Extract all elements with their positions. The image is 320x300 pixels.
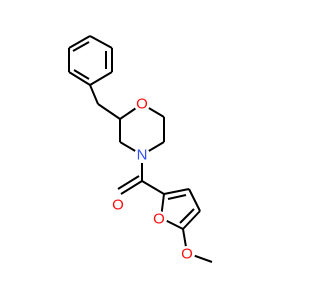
bond-benzene-inner-2 xyxy=(73,69,90,80)
morpholine-nitrogen-atom: N xyxy=(134,147,150,164)
carbonyl-oxygen-atom: O xyxy=(110,197,126,214)
bond-ch2-morpholine xyxy=(97,103,121,120)
morpholine-oxygen-label: O xyxy=(136,96,148,113)
structure-canvas: O N O O O xyxy=(68,35,213,263)
bond-benzene-1 xyxy=(89,35,113,49)
bond-benzene-inner-3 xyxy=(72,41,90,52)
bond-furan-c4-c5-b xyxy=(179,208,195,224)
furan-oxygen-atom: O xyxy=(151,211,167,228)
bonds xyxy=(68,35,213,263)
bond-benzene-3 xyxy=(89,71,113,86)
carbonyl-oxygen-label: O xyxy=(112,197,124,214)
bond-furan-c2-c3-b xyxy=(167,194,187,200)
bond-furan-c2-c3-a xyxy=(163,188,190,195)
bond-carbonyl-double-a xyxy=(120,180,143,195)
bond-furan-c4-c5-a xyxy=(182,210,201,230)
bond-carbonyl-furan xyxy=(141,180,165,195)
furan-oxygen-label: O xyxy=(153,211,165,228)
methoxy-oxygen-label: O xyxy=(181,246,193,263)
morpholine-oxygen-atom: O xyxy=(134,96,150,113)
morpholine-nitrogen-label: N xyxy=(137,147,148,164)
atom-labels: O N O O O xyxy=(110,96,195,263)
methoxy-oxygen-atom: O xyxy=(179,246,195,263)
bond-carbonyl-double-b xyxy=(117,175,140,190)
bond-furan-c3-c4 xyxy=(188,188,201,212)
bond-benzene-ch2 xyxy=(89,84,99,105)
bond-benzene-6 xyxy=(68,35,91,49)
bond-benzene-4 xyxy=(68,71,91,86)
